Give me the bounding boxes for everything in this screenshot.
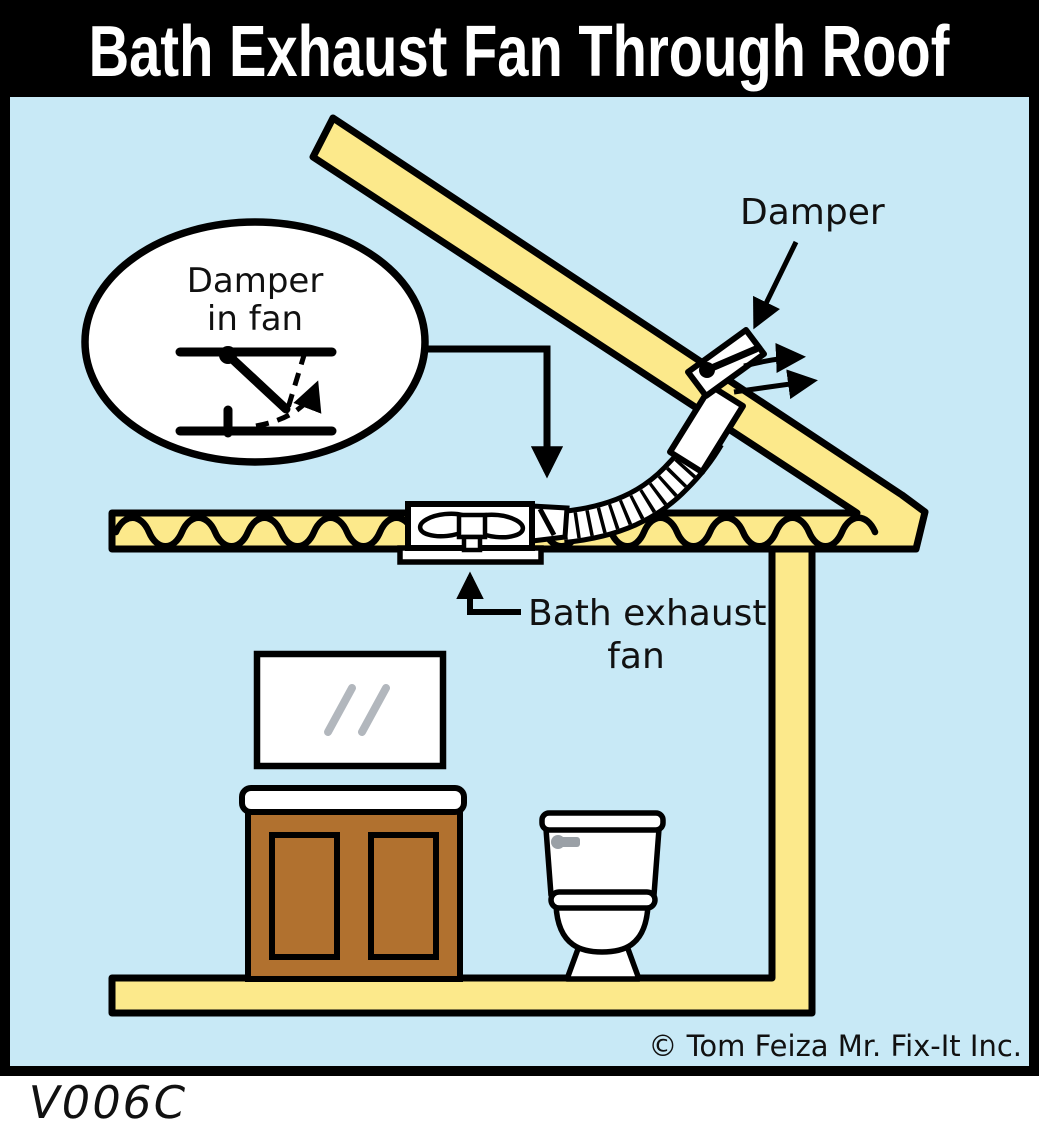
callout-label-line1: Damper [187,261,324,301]
callout-label-line2: in fan [207,299,303,339]
fan-annotation: Bath exhaust fan [456,571,767,677]
callout-damper-flap-open-dashed [285,351,308,409]
damper-callout: Damper in fan [81,218,564,479]
fan-pointer-arrow [456,571,521,615]
callout-swing-arrow [255,380,322,429]
page-title: Bath Exhaust Fan Through Roof [89,11,950,91]
vent-damper-flap [703,345,760,374]
fan-label-line2: fan [607,636,665,677]
callout-damper-pivot [219,346,237,364]
vent-damper-pivot [699,362,715,378]
toilet-seat [548,889,658,911]
damper-label: Damper [740,192,885,233]
title-bar [0,0,1039,97]
callout-bubble [81,218,429,466]
mirror-reflection-line [324,684,356,736]
fan-label-line1: Bath exhaust [528,593,767,634]
vanity-door-right [368,832,439,960]
exhaust-air-arrow [743,342,806,373]
fan-hub [456,512,488,540]
bath-exhaust-fan [397,501,570,565]
toilet [539,810,666,982]
mirror-reflection-line [358,684,390,736]
vent-sleeve [667,383,746,475]
mirror-glass [253,650,447,770]
copyright-text: © Tom Feiza Mr. Fix-It Inc. [648,1029,1022,1063]
exhaust-air-arrow [733,369,818,400]
vanity-cabinet [239,785,467,982]
callout-connector-arrow [425,345,564,479]
mirror [253,650,447,770]
toilet-bowl [553,902,651,955]
damper-annotation: Damper [740,192,885,330]
roof-and-ceiling [108,114,929,553]
fan-outlet-damper-line [537,507,557,537]
fan-hub-mount [461,534,483,553]
damper-pointer-arrow [753,240,799,330]
callout-damper-flap-closed [223,350,291,414]
roof-vent [667,327,818,475]
toilet-flush-handle-bar [558,837,580,847]
toilet-tank-lid [539,810,666,833]
drawing-code: V006C [24,1076,191,1126]
vanity-door-left [269,832,340,960]
vanity-countertop [239,785,467,815]
